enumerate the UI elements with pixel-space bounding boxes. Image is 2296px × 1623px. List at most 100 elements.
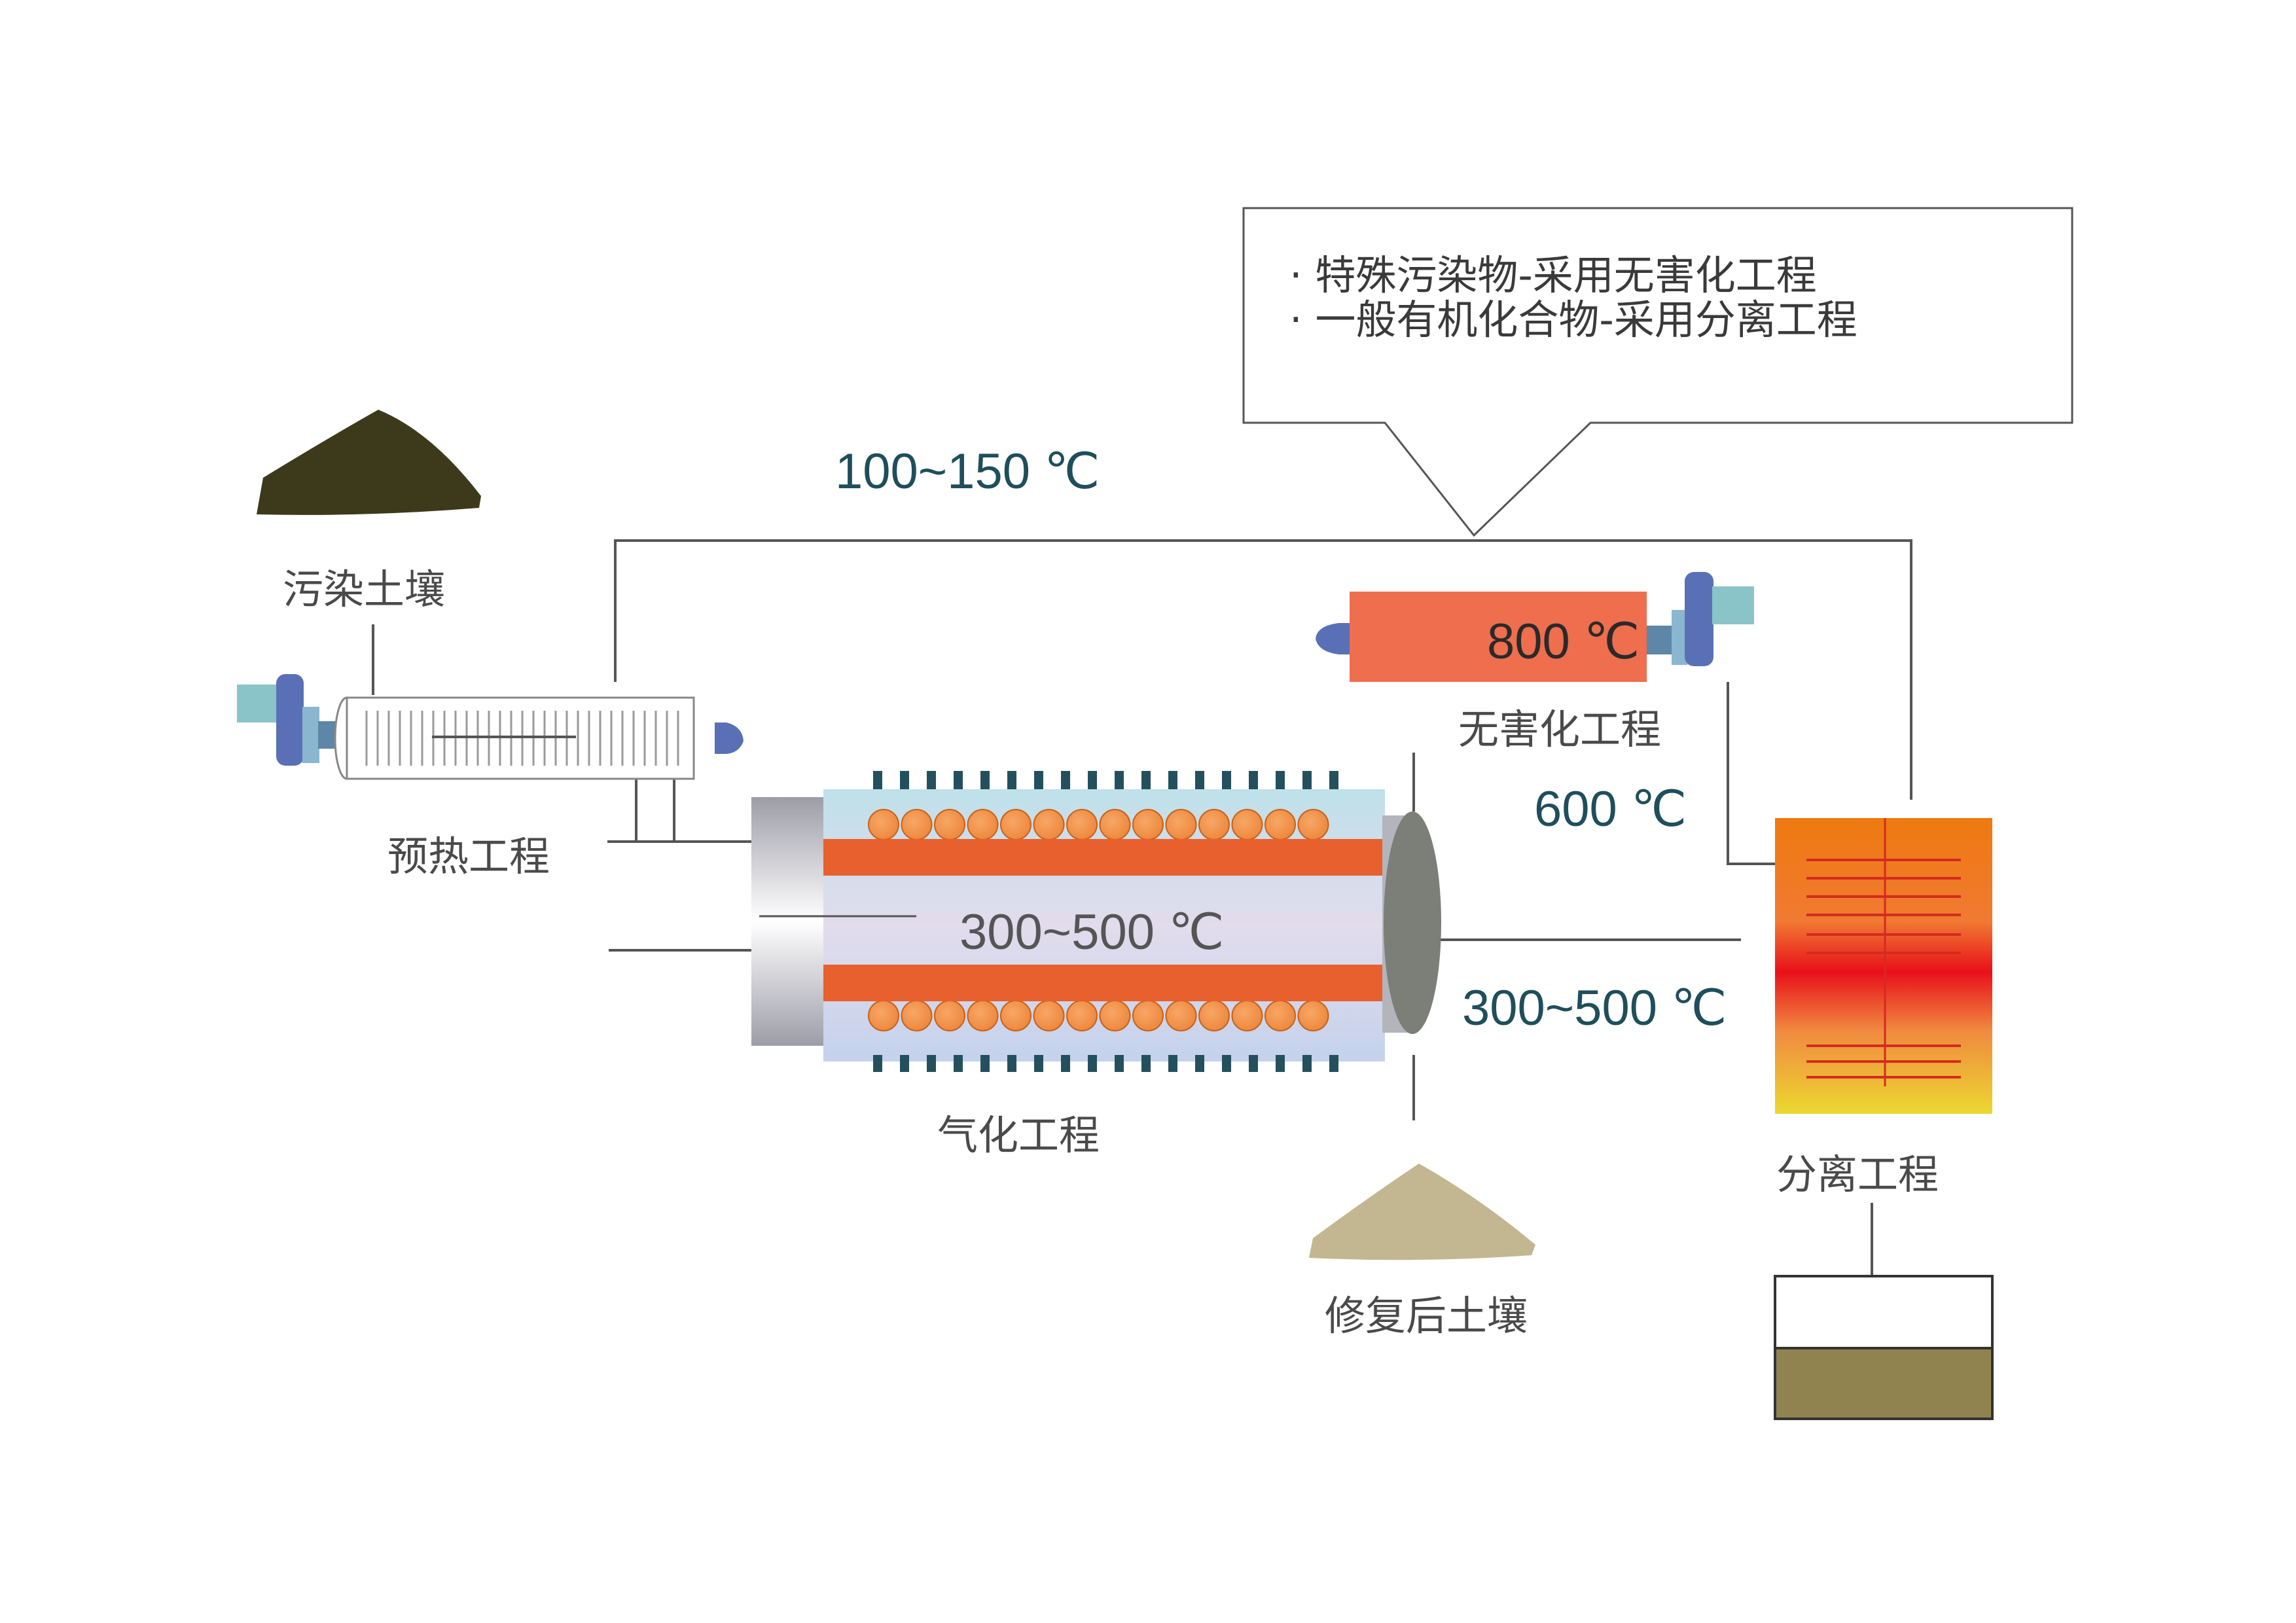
- contaminated-soil-label: 污染土壤: [283, 565, 445, 613]
- preheat-motor-blue: [276, 674, 304, 766]
- coil-ball: [1000, 809, 1031, 840]
- process-lines: [372, 539, 1912, 1276]
- coil-ball: [1297, 809, 1329, 840]
- separation-column: [1775, 818, 1992, 1114]
- contaminated-soil-pile: [257, 410, 481, 515]
- coil-ball: [1099, 1000, 1131, 1031]
- separation-unit: [1775, 818, 1992, 1114]
- kiln-fin: [873, 1055, 882, 1072]
- separation-label: 分离工程: [1776, 1150, 1939, 1198]
- kiln-fin: [1222, 771, 1231, 789]
- kiln-fin: [1168, 771, 1177, 789]
- coil-ball: [868, 1000, 899, 1031]
- coil-ball: [1198, 809, 1230, 840]
- kiln-fin: [1115, 771, 1124, 789]
- harmless-unit-temperature: 800 ℃: [1487, 614, 1640, 669]
- kiln-fin: [954, 771, 963, 789]
- coil-ball: [1132, 809, 1164, 840]
- kiln-fin: [980, 1055, 990, 1072]
- kiln-fin: [1276, 1055, 1285, 1072]
- harmless-to-separation-line: [1727, 682, 1775, 865]
- kiln-fin: [954, 1055, 963, 1072]
- kiln-fin: [900, 1055, 909, 1072]
- kiln-fin: [1061, 771, 1070, 789]
- harmless-motor-blue: [1685, 572, 1713, 666]
- kiln-fin: [1276, 771, 1285, 789]
- kiln-fin: [900, 771, 909, 789]
- gasification-label: 气化工程: [937, 1111, 1100, 1159]
- kiln-fin: [1115, 1055, 1124, 1072]
- remediated-soil-label: 修复后土壤: [1325, 1292, 1528, 1340]
- kiln-fin: [1168, 1055, 1177, 1072]
- coil-ball: [1165, 1000, 1197, 1031]
- coil-ball: [1198, 1000, 1230, 1031]
- coil-ball: [967, 809, 999, 840]
- kiln-fin: [1329, 1055, 1338, 1072]
- kiln-fin: [1141, 1055, 1151, 1072]
- kiln-fin: [1088, 1055, 1097, 1072]
- coil-ball: [1000, 1000, 1031, 1031]
- kiln-fin: [927, 1055, 936, 1072]
- kiln-fin: [1222, 1055, 1231, 1072]
- kiln-fin: [1195, 1055, 1204, 1072]
- coil-ball: [868, 809, 899, 840]
- kiln-fin: [1249, 771, 1258, 789]
- kiln-fin: [1249, 1055, 1258, 1072]
- coil-ball: [1231, 809, 1263, 840]
- coil-ball: [1297, 1000, 1329, 1031]
- gasifier-core-temperature: 300~500 ℃: [960, 904, 1224, 960]
- gasification-kiln: [751, 771, 1441, 1072]
- callout-bubble: [1242, 207, 2073, 537]
- coil-ball: [934, 1000, 965, 1031]
- preheat-motor-teal: [237, 685, 278, 722]
- harmless-label: 无害化工程: [1458, 705, 1661, 753]
- kiln-fin: [927, 771, 936, 789]
- coil-ball: [1265, 1000, 1296, 1031]
- coil-ball: [1033, 809, 1065, 840]
- preheat-burner-nozzle: [715, 722, 744, 754]
- coil-ball: [934, 809, 965, 840]
- kiln-fin: [1195, 771, 1204, 789]
- separated-liquid-tank: [1774, 1275, 1994, 1420]
- kiln-fin: [1034, 771, 1043, 789]
- coil-ball: [1265, 809, 1296, 840]
- coil-ball: [1033, 1000, 1065, 1031]
- coil-ball: [1231, 1000, 1263, 1031]
- kiln-coil-bottom: [868, 1000, 1329, 1031]
- kiln-fins-top: [873, 771, 1338, 789]
- kiln-heater-bottom: [823, 965, 1388, 1001]
- coil-ball: [1066, 1000, 1098, 1031]
- gasifier-outlet-temperature: 300~500 ℃: [1462, 980, 1727, 1036]
- tank-liquid: [1775, 1348, 1992, 1419]
- remediated-soil-pile: [1309, 1164, 1535, 1260]
- harmless-body: [1350, 592, 1647, 682]
- kiln-fins-bottom: [873, 1055, 1338, 1072]
- coil-ball: [901, 1000, 933, 1031]
- kiln-fin: [1007, 771, 1016, 789]
- kiln-fin: [1061, 1055, 1070, 1072]
- kiln-fin: [873, 771, 882, 789]
- kiln-fin: [1034, 1055, 1043, 1072]
- kiln-end-cap: [751, 797, 825, 1046]
- coil-ball: [1099, 809, 1131, 840]
- callout-line-1: · 特殊污染物-采用无害化工程: [1289, 251, 1817, 299]
- kiln-fin: [1302, 771, 1312, 789]
- harmless-to-separation-temperature: 600 ℃: [1534, 781, 1687, 837]
- separation-trays: [1806, 859, 1961, 1079]
- preheat-coupling-light: [302, 707, 319, 763]
- coil-ball: [1066, 809, 1098, 840]
- return-line: [614, 539, 1912, 800]
- harmless-motor-teal: [1712, 586, 1754, 624]
- preheat-unit: [237, 674, 744, 780]
- kiln-fin: [1141, 771, 1151, 789]
- preheat-label: 预热工程: [387, 832, 550, 880]
- callout-line-2: · 一般有机化合物-采用分离工程: [1289, 296, 1857, 344]
- harmless-treatment-unit: [1316, 572, 1754, 682]
- kiln-fin: [1329, 771, 1338, 789]
- coil-ball: [1132, 1000, 1164, 1031]
- harmless-coupling-dark: [1647, 626, 1673, 654]
- kiln-outlet-disk: [1384, 812, 1441, 1034]
- return-line-temperature: 100~150 ℃: [835, 444, 1100, 499]
- kiln-fin: [980, 771, 990, 789]
